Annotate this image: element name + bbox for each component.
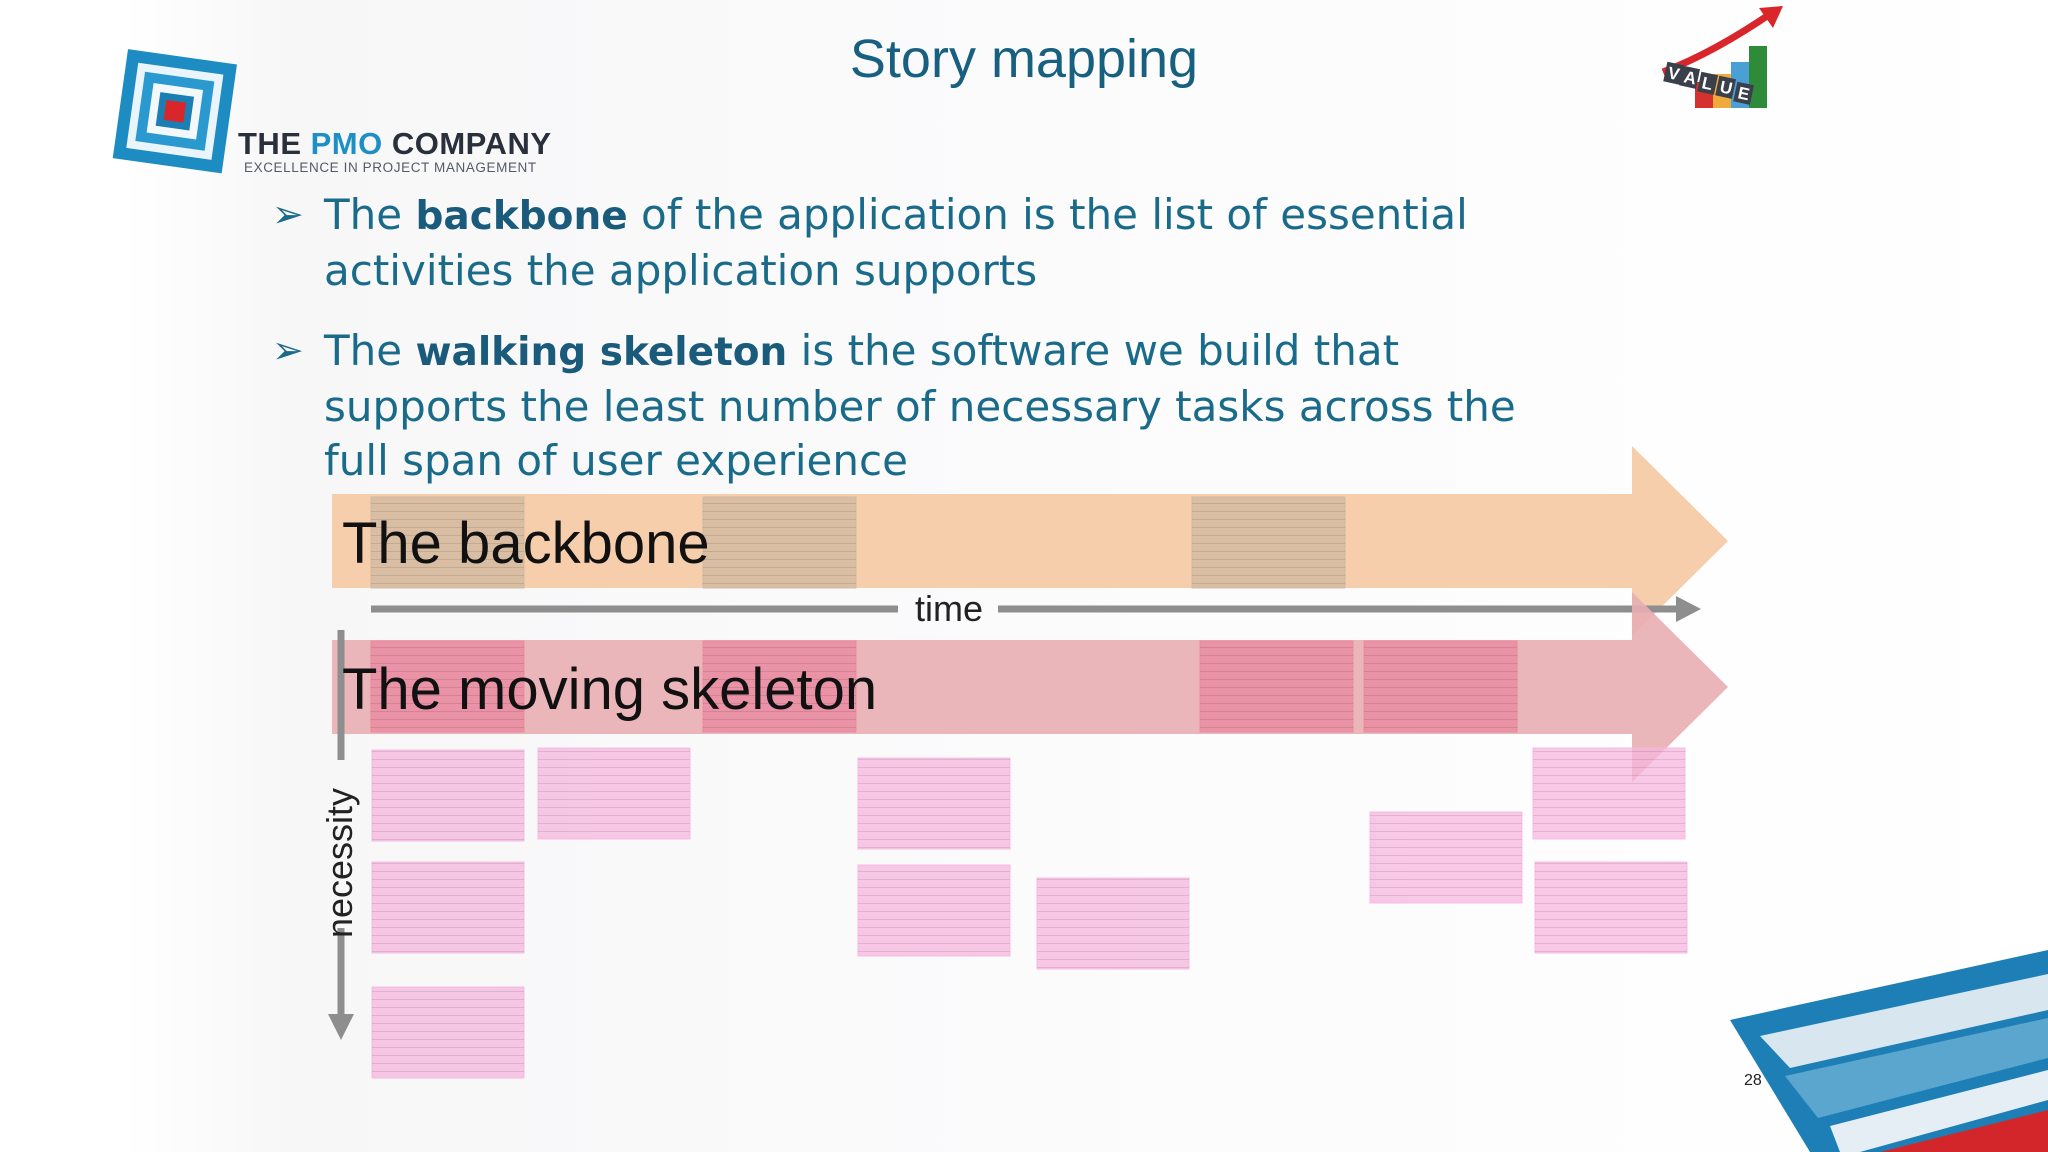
backbone-card (370, 496, 525, 589)
bullet-item-walking-skeleton: ➢ The walking skeleton is the software w… (270, 324, 1570, 488)
value-letter: V (1666, 63, 1682, 84)
time-axis-label: time (914, 588, 983, 629)
slide-title: Story mapping (849, 29, 1199, 89)
value-arrow-head (1759, 6, 1783, 28)
necessity-axis-label: necessity (319, 787, 360, 939)
story-card-lines (1535, 862, 1687, 953)
story-card (857, 757, 1011, 850)
time-axis-arrowhead (1676, 596, 1701, 622)
bullet-text-suffix: is the software we build that supports t… (324, 326, 1516, 485)
moving-skeleton-label: The moving skeleton (342, 657, 878, 722)
story-card-lines (372, 987, 524, 1078)
value-letter-bg (1733, 81, 1755, 105)
skeleton-card (702, 640, 857, 733)
value-letter-bg (1663, 61, 1685, 85)
backbone-card-lines (371, 497, 524, 588)
story-card-lines (858, 865, 1010, 956)
logo-tagline: EXCELLENCE IN PROJECT MANAGEMENT (244, 160, 537, 175)
bullet-item-backbone: ➢ The backbone of the application is the… (270, 188, 1570, 298)
value-letter: A (1682, 67, 1698, 88)
bullet-text-prefix: The (324, 190, 416, 239)
backbone-arrow (332, 446, 1728, 636)
skeleton-card (1199, 640, 1354, 733)
bullet-bold-term: backbone (415, 194, 628, 239)
pmo-company-logo: THE PMO COMPANY EXCELLENCE IN PROJECT MA… (108, 48, 568, 183)
backbone-label: The backbone (342, 511, 710, 576)
skeleton-card (1363, 640, 1518, 733)
story-card (1532, 747, 1686, 840)
logo-name-pmo: PMO (310, 126, 383, 161)
logo-name-company: COMPANY (382, 126, 552, 161)
logo-company-name: THE PMO COMPANY (238, 126, 552, 162)
story-card-lines (372, 862, 524, 953)
skeleton-arrow (332, 592, 1728, 782)
story-card (371, 986, 525, 1079)
story-card-lines (1370, 812, 1522, 903)
value-letter-tile: L (1697, 71, 1719, 95)
bullet-arrow-icon: ➢ (272, 328, 304, 372)
backbone-card-lines (1192, 497, 1345, 588)
value-letter-bg (1697, 71, 1719, 95)
story-card (371, 749, 525, 842)
skeleton-card-lines (1200, 641, 1353, 732)
corner-decoration-graphic (1730, 950, 2048, 1152)
value-letter-tile: V (1663, 61, 1685, 85)
bullet-list: ➢ The backbone of the application is the… (270, 188, 1570, 488)
value-letter-bg (1679, 65, 1701, 89)
value-bar-green (1749, 46, 1767, 108)
value-letter: U (1718, 77, 1734, 98)
value-letter-tile: E (1733, 81, 1755, 105)
skeleton-card-lines (371, 641, 524, 732)
bullet-text-suffix: of the application is the list of essent… (324, 190, 1468, 295)
story-card-lines (538, 748, 690, 839)
backbone-card (702, 496, 857, 589)
backbone-card-lines (703, 497, 856, 588)
page-number: 28 (1744, 1072, 1762, 1089)
skeleton-card-lines (1364, 641, 1517, 732)
value-letter: E (1736, 83, 1751, 104)
backbone-card (1191, 496, 1346, 589)
story-card (857, 864, 1011, 957)
logo-name-the: THE (238, 126, 311, 161)
story-card (371, 861, 525, 954)
story-card (537, 747, 691, 840)
story-card-lines (372, 750, 524, 841)
story-card-lines (1533, 748, 1685, 839)
story-card (1369, 811, 1523, 904)
value-letter-tile: U (1715, 75, 1737, 99)
story-card-lines (858, 758, 1010, 849)
value-letter: L (1700, 73, 1714, 94)
story-card-lines (1037, 878, 1189, 969)
bullet-arrow-icon: ➢ (272, 192, 304, 236)
story-card (1534, 861, 1688, 954)
bullet-bold-term: walking skeleton (415, 330, 788, 375)
pmo-logo-icon (112, 49, 237, 174)
necessity-axis-arrowhead (328, 1014, 354, 1040)
story-card (1036, 877, 1190, 970)
skeleton-card (370, 640, 525, 733)
skeleton-card-lines (703, 641, 856, 732)
value-letter-bg (1715, 75, 1737, 99)
bullet-text-prefix: The (324, 326, 416, 375)
value-letter-tile: A (1679, 65, 1701, 89)
